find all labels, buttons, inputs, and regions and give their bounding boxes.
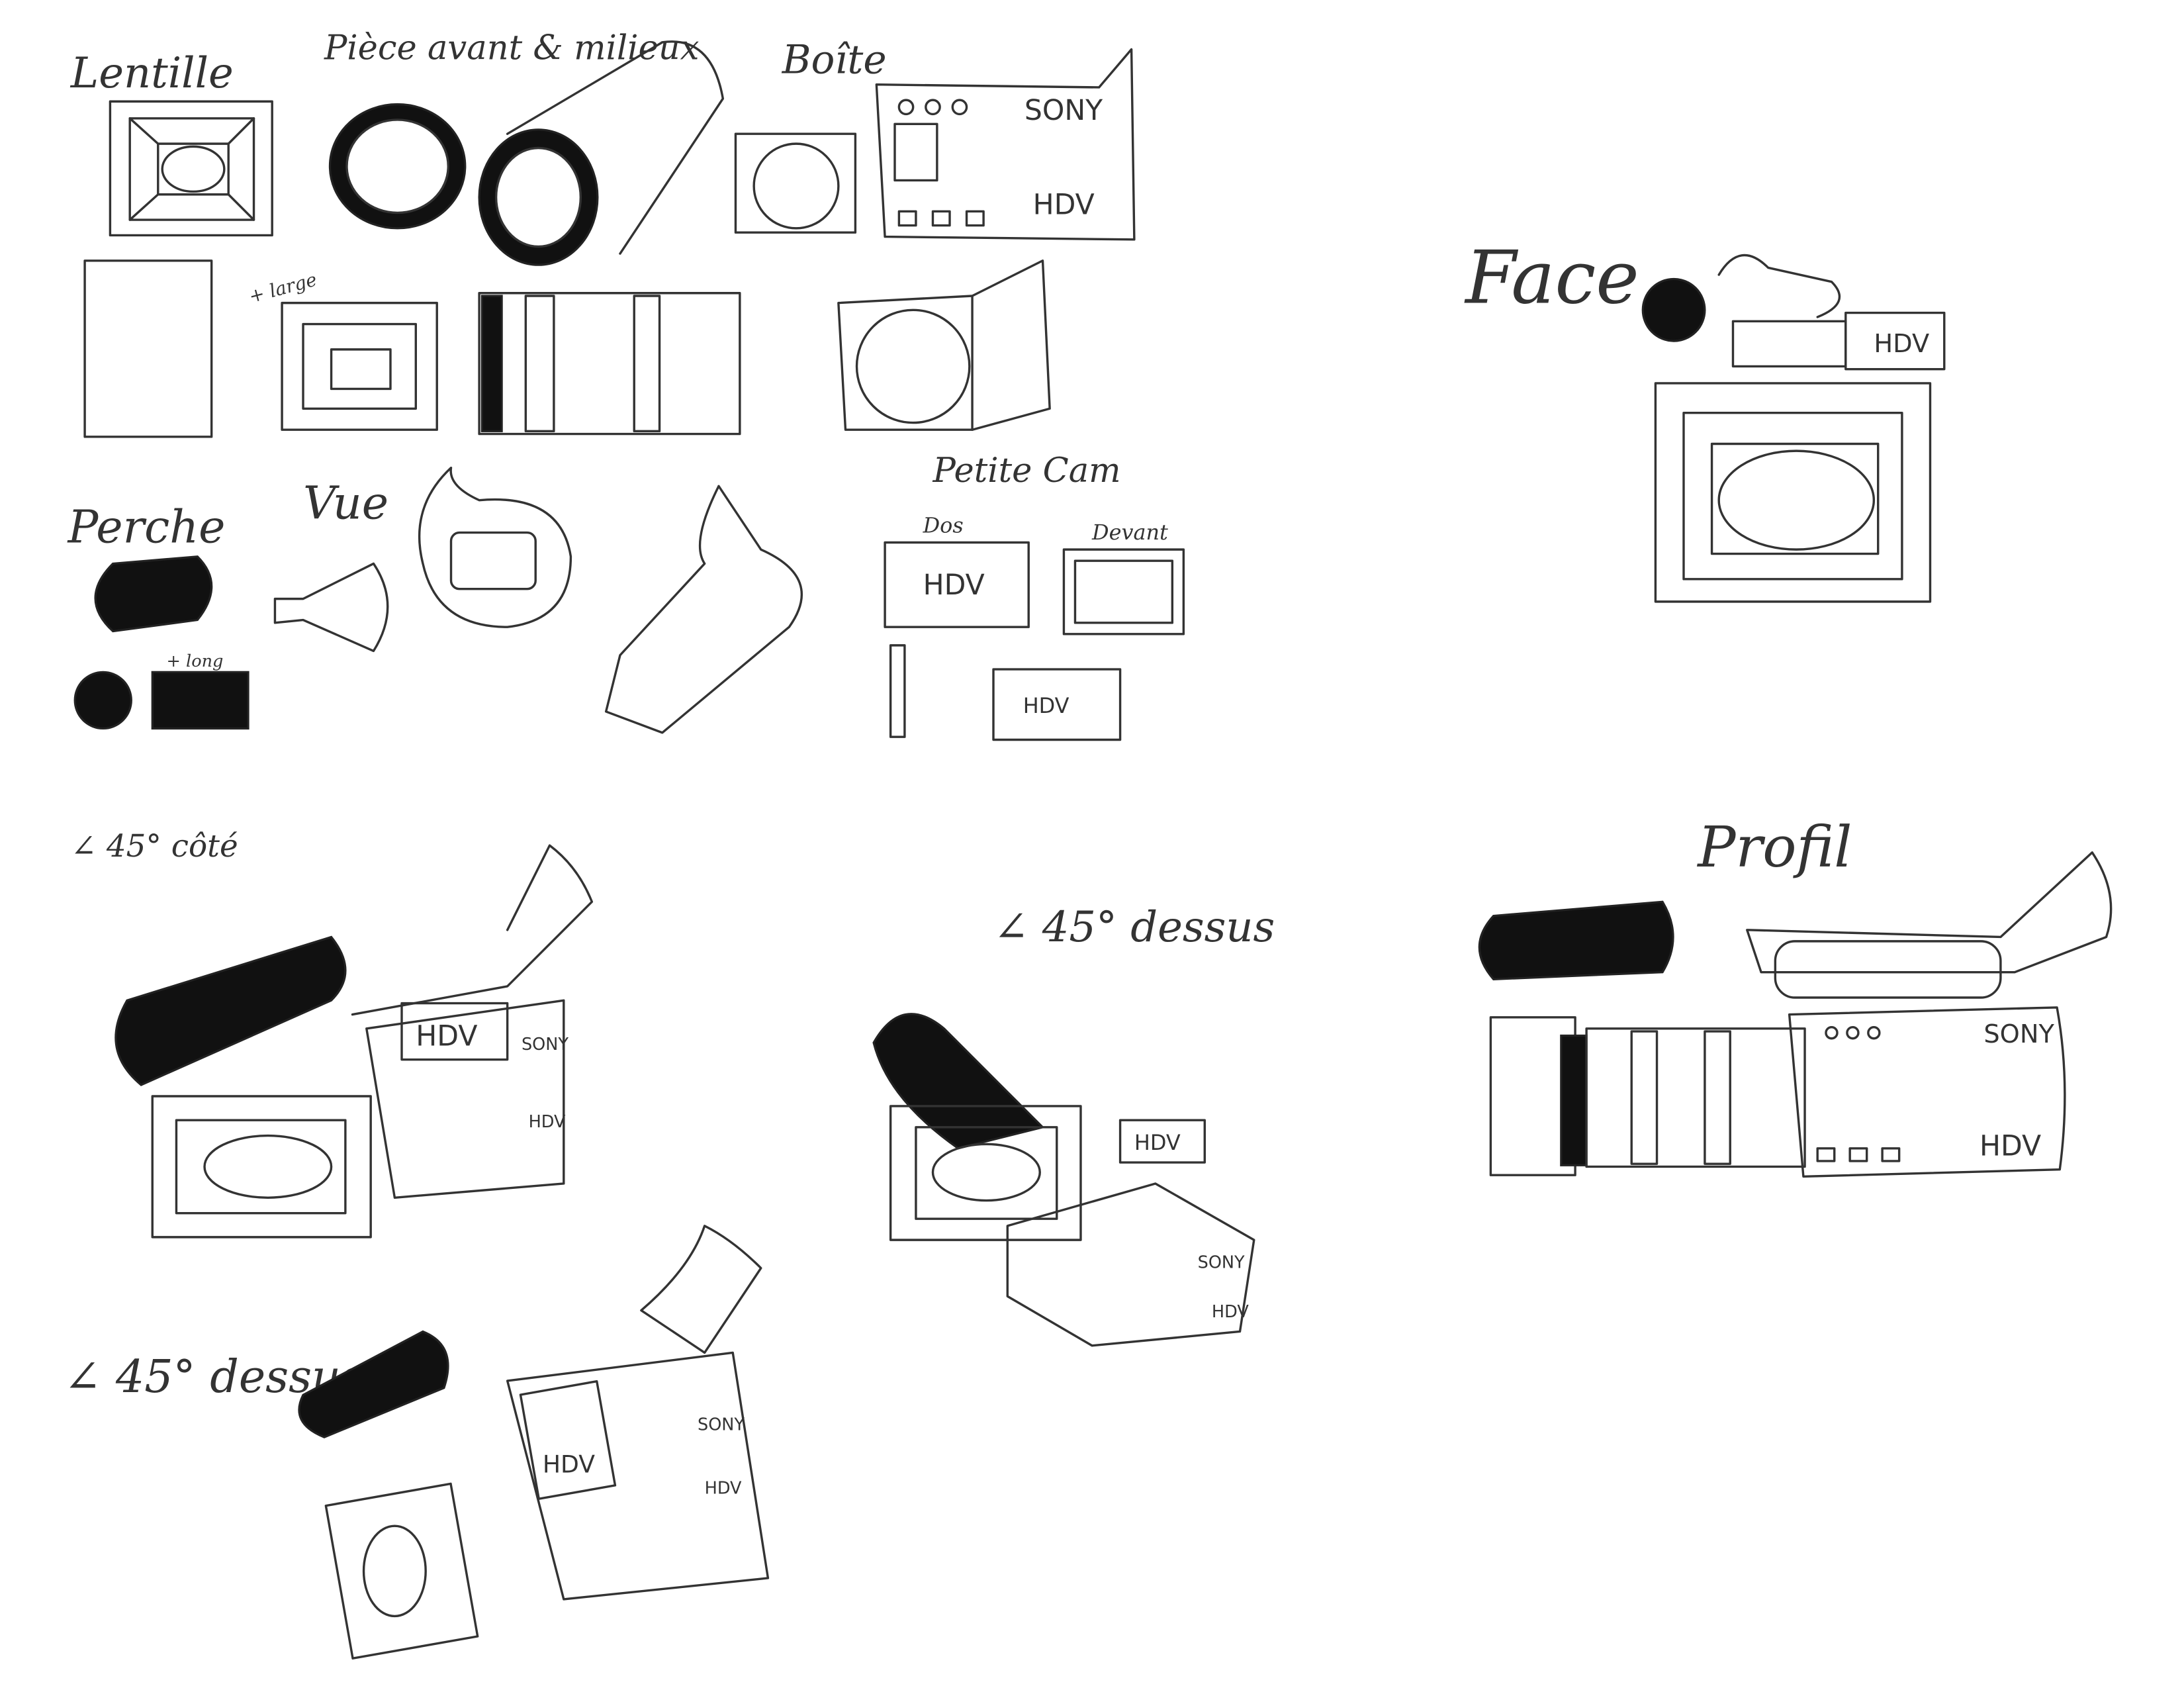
small-cam-hdv-side: HDV bbox=[1023, 693, 1069, 718]
side-hdv: HDV bbox=[416, 1019, 477, 1053]
label-piece: Pièce avant & milieux bbox=[324, 28, 700, 68]
barrel-sketch bbox=[478, 292, 741, 436]
angle-top-sketch-1: HDV SONY HDV bbox=[872, 1013, 1255, 1347]
box-sony: SONY bbox=[1024, 94, 1103, 127]
label-perche: Perche bbox=[67, 501, 226, 553]
lens-sketch bbox=[109, 100, 273, 237]
lens-ring-sketch bbox=[328, 40, 725, 266]
label-dos: Dos bbox=[923, 513, 964, 538]
angle-side-sketch: HDV SONY HDV bbox=[114, 844, 594, 1239]
label-lentille: Lentille bbox=[70, 49, 234, 98]
mic-sketch bbox=[73, 555, 250, 730]
side-sony: SONY bbox=[522, 1035, 569, 1055]
label-large: + large bbox=[247, 268, 320, 307]
top2-sony: SONY bbox=[698, 1415, 745, 1434]
angle-top-sketch-2: HDV SONY HDV bbox=[298, 1225, 770, 1660]
viewfinder-sketch bbox=[273, 466, 803, 734]
top1-hdv: HDV bbox=[1134, 1130, 1181, 1155]
label-angle-dessus-1: ∠ 45° dessus bbox=[993, 903, 1275, 952]
box-sketch: SONY HDV bbox=[734, 48, 1136, 241]
face-view-sketch: HDV bbox=[1641, 254, 1946, 603]
panel-sketch bbox=[83, 259, 213, 438]
label-boite: Boîte bbox=[782, 38, 887, 83]
label-long: + long bbox=[167, 651, 224, 671]
top2-hdv-2: HDV bbox=[705, 1478, 742, 1498]
profile-view-sketch: SONY HDV bbox=[1478, 851, 2113, 1178]
face-hdv: HDV bbox=[1874, 329, 1929, 359]
box-hdv: HDV bbox=[1033, 189, 1095, 222]
top1-hdv-2: HDV bbox=[1212, 1302, 1249, 1322]
top1-sony: SONY bbox=[1198, 1253, 1245, 1273]
profile-sony: SONY bbox=[1983, 1019, 2054, 1049]
label-devant: Devant bbox=[1091, 520, 1168, 545]
label-face: Face bbox=[1464, 236, 1639, 321]
label-petite-cam: Petite Cam bbox=[932, 451, 1120, 491]
box-3d-sketch bbox=[837, 259, 1051, 431]
label-angle-cote: ∠ 45° côté bbox=[71, 829, 238, 865]
side-hdv-2: HDV bbox=[529, 1112, 566, 1132]
label-vue: Vue bbox=[303, 477, 388, 530]
label-profil: Profil bbox=[1696, 815, 1852, 880]
small-cam-sketch: HDV HDV bbox=[884, 541, 1185, 741]
lens-wide-sketch bbox=[281, 301, 438, 431]
top2-hdv: HDV bbox=[543, 1450, 595, 1478]
small-cam-hdv-back: HDV bbox=[923, 569, 985, 602]
profile-hdv: HDV bbox=[1979, 1129, 2041, 1162]
